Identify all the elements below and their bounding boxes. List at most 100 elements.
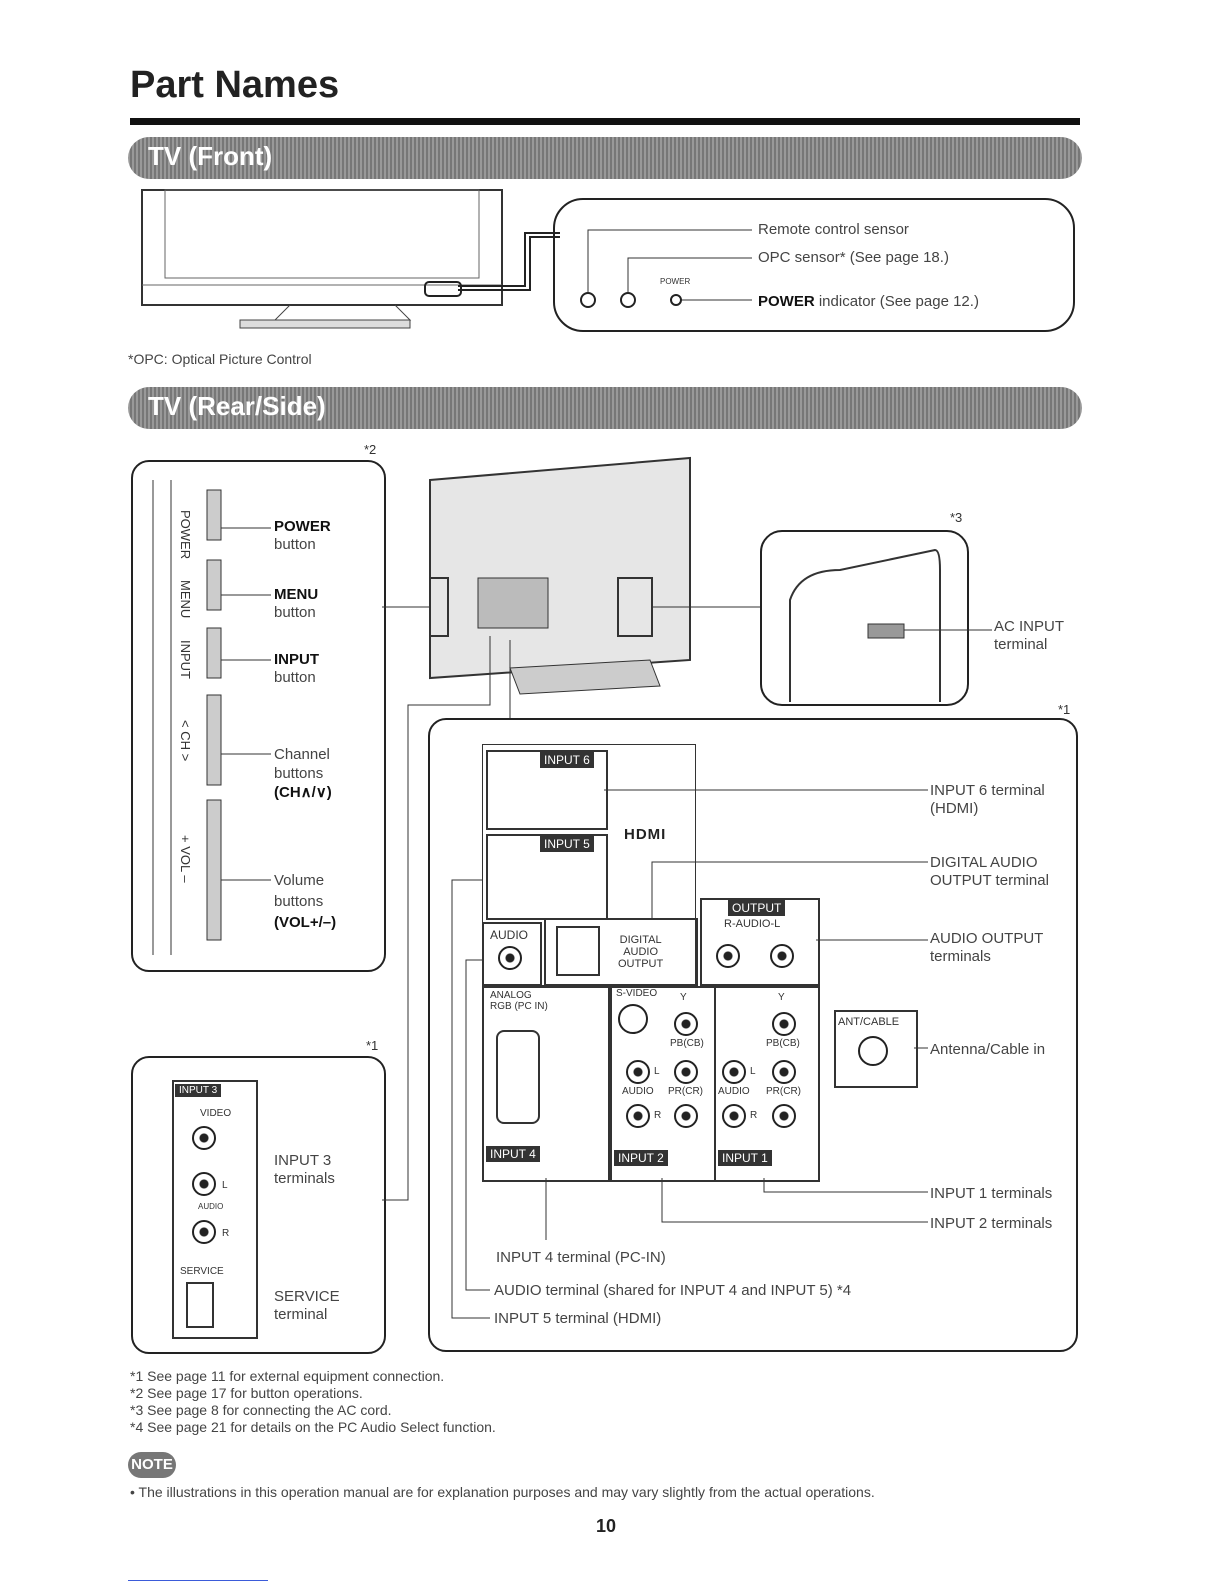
input2-audio-l-jack[interactable]	[626, 1060, 650, 1084]
input4-tab: INPUT 4	[486, 1146, 540, 1162]
input1-audio-r-jack[interactable]	[722, 1104, 746, 1128]
service-port[interactable]	[186, 1282, 214, 1328]
ant-cable-port[interactable]	[858, 1036, 888, 1066]
input2-pr-jack[interactable]	[674, 1104, 698, 1128]
input1-tab: INPUT 1	[718, 1150, 772, 1166]
input2-tab: INPUT 2	[614, 1150, 668, 1166]
audio-out-r-jack[interactable]	[716, 944, 740, 968]
tv-front-drawing	[141, 189, 503, 329]
input3-tab: INPUT 3	[175, 1084, 222, 1097]
ac-label-1: AC INPUT	[994, 618, 1065, 635]
tv-rear-drawing	[382, 456, 760, 1201]
input2-audio-r-jack[interactable]	[626, 1104, 650, 1128]
digital-out-label-1: DIGITAL AUDIO	[930, 854, 1038, 871]
input2-pb-jack[interactable]	[674, 1060, 698, 1084]
output-tab: OUTPUT	[728, 900, 786, 916]
input1-r-label: R	[750, 1110, 758, 1121]
input3-panel	[131, 1056, 386, 1354]
ac-input-drawing	[789, 548, 992, 702]
footnote-2: *2 See page 17 for button operations.	[130, 1385, 363, 1401]
power-indicator-bold: POWER	[758, 293, 815, 310]
service-label-1: SERVICE	[274, 1288, 340, 1305]
footnote-4: *4 See page 21 for details on the PC Aud…	[130, 1419, 496, 1435]
r-audio-l-label: R-AUDIO-L	[724, 918, 781, 930]
input3-panel-ref: *1	[366, 1038, 379, 1053]
volume-label-1: Volume	[274, 872, 325, 889]
input1-y-label: Y	[778, 992, 785, 1003]
menu-button-bold: MENU	[274, 586, 319, 603]
audio-in-label: AUDIO	[490, 928, 529, 942]
title-rule	[130, 118, 1080, 125]
power-indicator-rest: indicator (See page 12.)	[814, 293, 979, 310]
strip-power-label: POWER	[178, 510, 193, 560]
note-badge: NOTE	[128, 1452, 176, 1478]
ac-input-panel	[760, 530, 969, 706]
input1-y-jack[interactable]	[772, 1012, 796, 1036]
audio-out-l-jack[interactable]	[770, 944, 794, 968]
front-connector-lines	[458, 232, 560, 291]
ac-label-2: terminal	[994, 636, 1048, 653]
digital-audio-block	[544, 918, 698, 986]
audio-output-block	[700, 898, 820, 986]
input3-r-label: R	[222, 1228, 230, 1239]
section-banner-front: TV (Front)	[128, 137, 1082, 179]
opc-sensor-label: OPC sensor* (See page 18.)	[758, 249, 949, 266]
input1-block	[714, 986, 820, 1182]
input1-l-label: L	[750, 1066, 756, 1077]
audio-in-block	[482, 922, 542, 986]
input5-terminal-label: INPUT 5 terminal (HDMI)	[494, 1310, 662, 1327]
input2-audio-label: AUDIO	[622, 1086, 654, 1097]
side-panel-ref: *2	[364, 442, 377, 457]
input3-label-1: INPUT 3	[274, 1152, 332, 1169]
bottom-rule	[128, 1580, 268, 1581]
volume-label-2: buttons	[274, 893, 324, 910]
power-button-bold: POWER	[274, 518, 331, 535]
strip-menu-label: MENU	[178, 580, 193, 619]
section-title-rear: TV (Rear/Side)	[148, 391, 326, 421]
input2-terminals-label: INPUT 2 terminals	[930, 1215, 1053, 1232]
ant-cable-label: ANT/CABLE	[838, 1016, 900, 1028]
section-title-front: TV (Front)	[148, 141, 273, 171]
rear-terminal-panel	[428, 718, 1078, 1352]
input6-terminal-label: INPUT 6 terminal(HDMI)	[930, 782, 1045, 818]
video-jack[interactable]	[192, 1126, 216, 1150]
power-small-label: POWER	[660, 277, 691, 286]
audio-out-label-1: AUDIO OUTPUT	[930, 930, 1044, 947]
input1-pb-jack[interactable]	[772, 1060, 796, 1084]
power-button-sub: button	[274, 536, 316, 553]
audio-in-jack[interactable]	[498, 946, 522, 970]
input1-pr-jack[interactable]	[772, 1104, 796, 1128]
audio-shared-label: AUDIO terminal (shared for INPUT 4 and I…	[494, 1282, 852, 1299]
strip-input-label: INPUT	[178, 640, 193, 679]
vga-port[interactable]	[496, 1030, 540, 1124]
input3-video-label: VIDEO	[200, 1108, 232, 1119]
input1-audio-l-jack[interactable]	[722, 1060, 746, 1084]
section-banner-rear: TV (Rear/Side)	[128, 387, 1082, 429]
input2-pb-label: PB(CB)	[670, 1038, 704, 1049]
antenna-cable-label: Antenna/Cable in	[930, 1041, 1046, 1058]
power-indicator-label: POWER indicator (See page 12.)	[758, 292, 979, 311]
hdmi-logo: HDMI	[624, 826, 667, 843]
audio-r-jack[interactable]	[192, 1220, 216, 1244]
menu-button-sub: button	[274, 604, 316, 621]
page-number: 10	[596, 1516, 617, 1536]
input2-y-jack[interactable]	[674, 1012, 698, 1036]
audio-out-label-2: terminals	[930, 948, 991, 965]
svideo-port[interactable]	[618, 1004, 648, 1034]
optical-port[interactable]	[556, 926, 600, 976]
footnotes: *1 See page 11 for external equipment co…	[130, 1368, 496, 1436]
audio-l-jack[interactable]	[192, 1172, 216, 1196]
ant-cable-block	[834, 1010, 918, 1088]
input2-r-label: R	[654, 1110, 662, 1121]
digital-out-label-2: OUTPUT terminal	[930, 872, 1049, 889]
note-text: • The illustrations in this operation ma…	[130, 1484, 875, 1500]
page-title: Part Names	[130, 64, 340, 106]
channel-label-1: Channel	[274, 746, 330, 763]
input3-l-label: L	[222, 1180, 228, 1191]
